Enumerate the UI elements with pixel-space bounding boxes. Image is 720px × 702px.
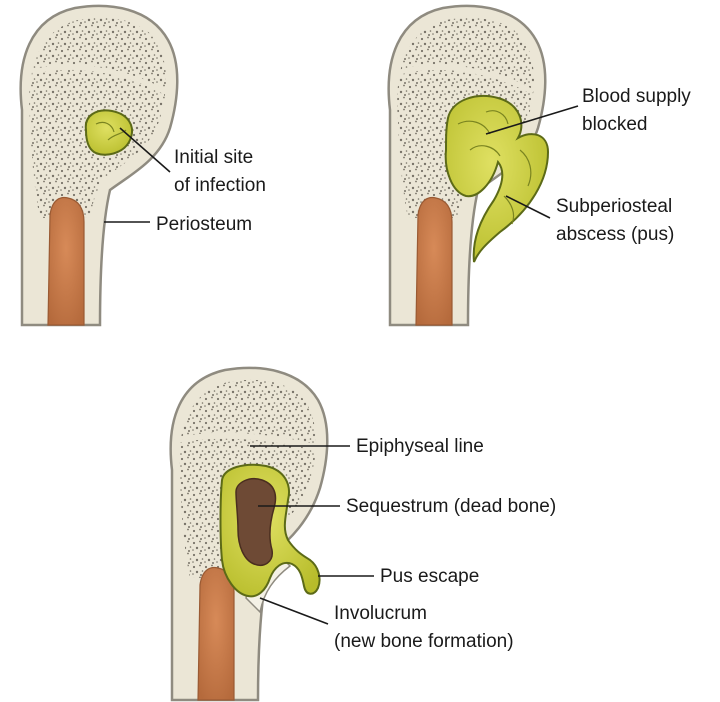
panel-initial-infection: Initial site of infection Periosteum bbox=[19, 4, 266, 327]
label-initial-site-1: Initial site bbox=[174, 147, 253, 168]
label-involucrum-1: Involucrum bbox=[334, 603, 427, 624]
marrow-cavity-1 bbox=[47, 196, 85, 326]
label-pus-escape: Pus escape bbox=[380, 566, 479, 587]
label-sequestrum: Sequestrum (dead bone) bbox=[346, 496, 556, 517]
label-periosteum: Periosteum bbox=[156, 214, 252, 235]
marrow-cavity-2 bbox=[415, 196, 453, 326]
label-initial-site-2: of infection bbox=[174, 175, 266, 196]
label-involucrum-2: (new bone formation) bbox=[334, 631, 514, 652]
label-blood-supply-2: blocked bbox=[582, 114, 648, 135]
infection-focus bbox=[84, 109, 133, 156]
label-subperiosteal-2: abscess (pus) bbox=[556, 224, 674, 245]
label-epiphyseal: Epiphyseal line bbox=[356, 436, 484, 457]
label-blood-supply-1: Blood supply bbox=[582, 86, 691, 107]
label-subperiosteal-1: Subperiosteal bbox=[556, 196, 672, 217]
sequestrum bbox=[235, 478, 277, 566]
panel-subperiosteal-abscess: Blood supply blocked Subperiosteal absce… bbox=[387, 4, 691, 327]
marrow-cavity-3 bbox=[197, 566, 235, 701]
panel-sequestrum: Epiphyseal line Sequestrum (dead bone) P… bbox=[169, 366, 556, 702]
